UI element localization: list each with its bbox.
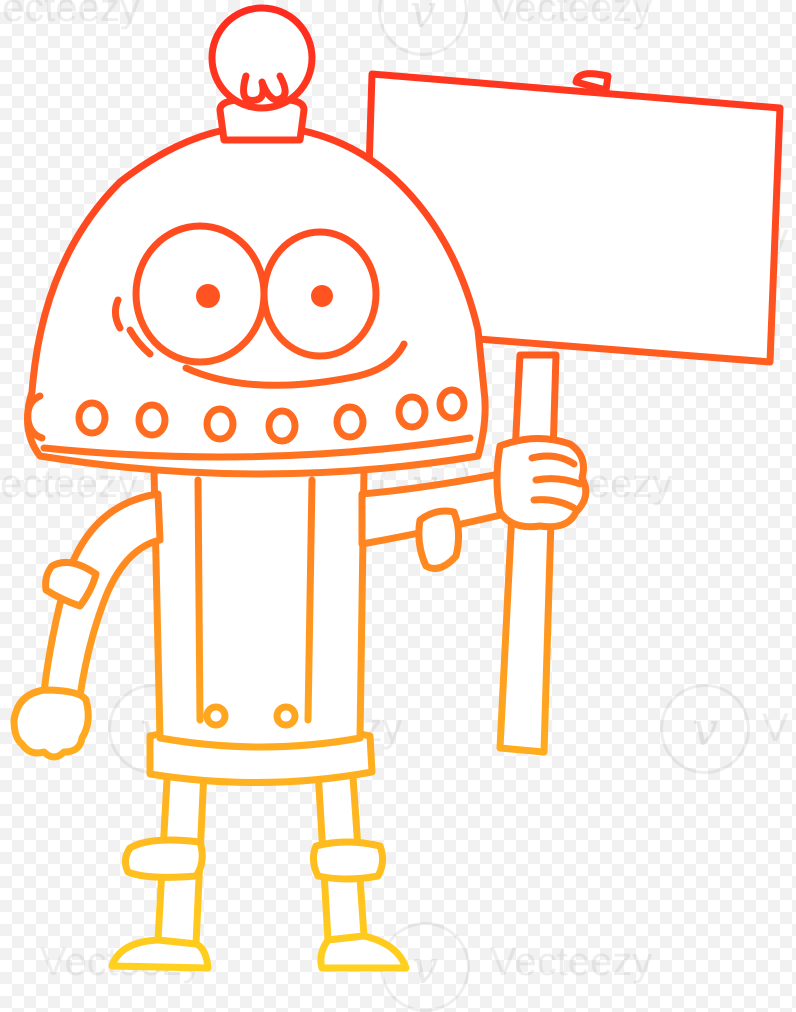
rivet xyxy=(333,403,367,441)
left-knee xyxy=(121,836,206,881)
right-pupil xyxy=(311,285,333,307)
robot-smile xyxy=(182,340,408,389)
left-foot xyxy=(108,936,212,972)
rivet xyxy=(75,399,109,437)
left-elbow-band xyxy=(42,558,100,610)
right-elbow-band xyxy=(415,507,463,572)
right-knee xyxy=(309,838,387,883)
left-hand xyxy=(10,686,92,761)
bulb-filament xyxy=(240,72,289,104)
rivet xyxy=(395,393,429,431)
robot-torso xyxy=(150,466,368,751)
rivet xyxy=(135,401,169,439)
torso-stripe xyxy=(194,476,316,724)
robot-illustration xyxy=(10,4,784,972)
torso-bolt xyxy=(273,703,299,729)
rivet xyxy=(203,405,237,443)
rivet xyxy=(265,407,299,445)
rivet xyxy=(436,386,468,422)
left-pupil xyxy=(196,284,220,308)
sign-top-clip xyxy=(572,70,612,94)
signpost-pole xyxy=(496,351,560,756)
right-foot xyxy=(317,932,410,972)
head-rim xyxy=(40,434,474,461)
torso-bolt xyxy=(203,703,229,729)
eye-crease xyxy=(111,296,154,358)
right-hand-fingers xyxy=(528,452,584,512)
ear-bolt xyxy=(24,392,46,442)
